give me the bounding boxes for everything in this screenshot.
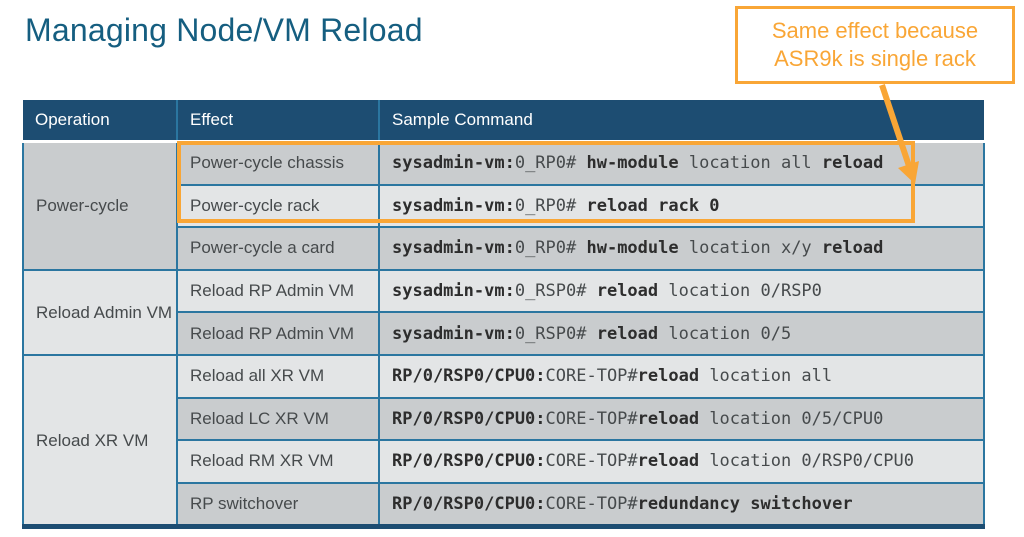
command-argument: location 0/RSP0 [658,281,822,302]
command-argument: location 0/RSP0/CPU0 [699,451,915,472]
highlight-rectangle [177,141,915,223]
command-keyword: sysadmin-vm: [392,195,515,216]
command-keyword: reload [596,323,659,344]
column-header-effect: Effect [176,100,379,143]
command-argument: location all [678,153,822,174]
effect-cell: Reload RP Admin VM [176,311,380,356]
effect-cell: RP switchover [176,481,380,528]
command-keyword: sysadmin-vm: [392,153,515,174]
effect-cell: Reload RP Admin VM [176,268,380,314]
command-argument: CORE-TOP# [545,366,638,387]
effect-cell: Power-cycle a card [176,226,380,271]
table-header-row: Operation Effect Sample Command [23,100,984,143]
operation-cell: Reload Admin VM [22,268,178,356]
command-argument: CORE-TOP# [545,451,638,472]
command-cell: sysadmin-vm:0_RSP0# reload location 0/5 [378,311,985,356]
command-keyword: reload [821,238,884,259]
command-keyword: redundancy switchover [637,494,853,515]
page-title: Managing Node/VM Reload [25,12,423,48]
command-keyword: RP/0/RSP0/CPU0: [392,408,546,429]
command-cell: RP/0/RSP0/CPU0:CORE-TOP#redundancy switc… [378,481,985,528]
operation-cell: Reload XR VM [22,353,178,528]
command-argument: CORE-TOP# [545,494,638,515]
command-cell: sysadmin-vm:0_RP0# hw-module location x/… [378,226,985,271]
command-keyword: sysadmin-vm: [392,238,515,259]
command-cell: RP/0/RSP0/CPU0:CORE-TOP#reload location … [378,396,985,442]
command-keyword: reload [637,366,700,387]
callout-box: Same effect because ASR9k is single rack [735,6,1015,84]
command-argument: 0_RP0# [514,153,587,174]
command-argument: 0_RP0# [514,238,587,259]
effect-cell: Reload LC XR VM [176,396,380,442]
command-argument: CORE-TOP# [545,408,638,429]
command-keyword: reload [637,451,700,472]
command-argument: 0_RSP0# [514,281,597,302]
effect-cell: Reload RM XR VM [176,439,380,484]
operation-cell: Power-cycle [22,140,178,271]
command-argument: 0_RSP0# [514,323,597,344]
command-keyword: reload [637,408,700,429]
command-keyword: reload rack 0 [586,195,720,216]
command-argument: location all [699,366,833,387]
command-keyword: hw-module [586,153,679,174]
command-keyword: RP/0/RSP0/CPU0: [392,451,546,472]
callout-text: Same effect because ASR9k is single rack [771,18,979,71]
command-cell: sysadmin-vm:0_RSP0# reload location 0/RS… [378,268,985,314]
command-argument: location x/y [678,238,822,259]
command-keyword: RP/0/RSP0/CPU0: [392,494,546,515]
column-header-sample-command: Sample Command [378,100,984,143]
command-keyword: hw-module [586,238,679,259]
command-argument: 0_RP0# [514,195,587,216]
command-argument: location 0/5 [658,323,792,344]
command-argument: location 0/5/CPU0 [699,408,884,429]
command-cell: RP/0/RSP0/CPU0:CORE-TOP#reload location … [378,439,985,484]
column-header-operation: Operation [23,100,177,143]
command-keyword: sysadmin-vm: [392,323,515,344]
command-keyword: reload [821,153,884,174]
command-keyword: reload [596,281,659,302]
command-keyword: RP/0/RSP0/CPU0: [392,366,546,387]
command-cell: RP/0/RSP0/CPU0:CORE-TOP#reload location … [378,353,985,399]
command-keyword: sysadmin-vm: [392,281,515,302]
effect-cell: Reload all XR VM [176,353,380,399]
effect-cell: Power-cycle chassis [176,140,380,186]
